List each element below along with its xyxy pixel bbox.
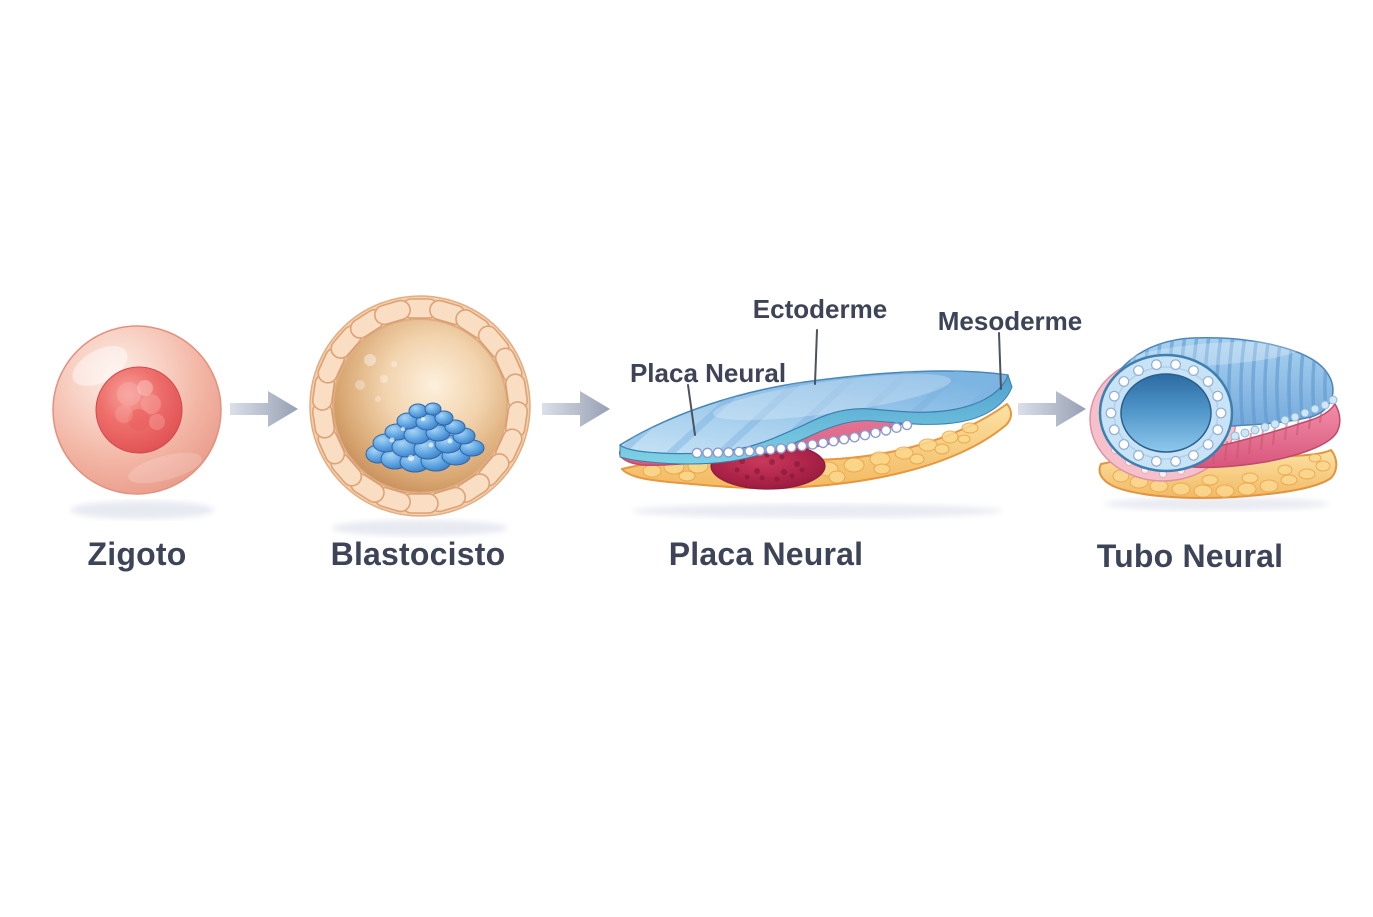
arrow-right-icon (230, 391, 298, 427)
tube-junction-cells (1230, 395, 1338, 441)
callout-placa-neural: Placa Neural (629, 358, 787, 388)
neural-plate-shadow (632, 504, 1002, 518)
neural-tube-illustration (1089, 337, 1341, 511)
neural-tube-shadow (1105, 497, 1329, 511)
zygote-illustration (52, 325, 222, 519)
stage-label-placa-neural: Placa Neural (668, 536, 864, 572)
mesoderme-leader-line (998, 332, 1002, 390)
tube-lumen (1120, 373, 1212, 453)
inner-cell-mass-highlights (389, 417, 453, 461)
arrow-right-icon (1018, 391, 1086, 427)
blastocyst-shadow (332, 520, 508, 536)
neural-plate-illustration (618, 329, 1013, 518)
callout-leader-lines (687, 329, 1002, 436)
stage-label-zigoto: Zigoto (87, 536, 187, 572)
callout-mesoderme: Mesoderme (937, 306, 1083, 336)
tube-cross-section (1098, 353, 1234, 473)
tube-wall-cells (1105, 359, 1227, 467)
callout-ectoderme: Ectoderme (752, 294, 888, 324)
zygote-shadow (70, 501, 214, 519)
blastocyst-illustration (309, 295, 531, 536)
stage-label-blastocisto: Blastocisto (330, 536, 506, 572)
neural-plate-border-cells (691, 419, 913, 459)
zygote-nucleus (95, 366, 183, 454)
placa-neural-leader-line (687, 384, 696, 436)
arrow-right-icon (542, 391, 610, 427)
stage-label-tubo-neural: Tubo Neural (1096, 538, 1284, 574)
inner-cell-mass (365, 402, 485, 473)
ectoderme-leader-line (814, 329, 818, 385)
